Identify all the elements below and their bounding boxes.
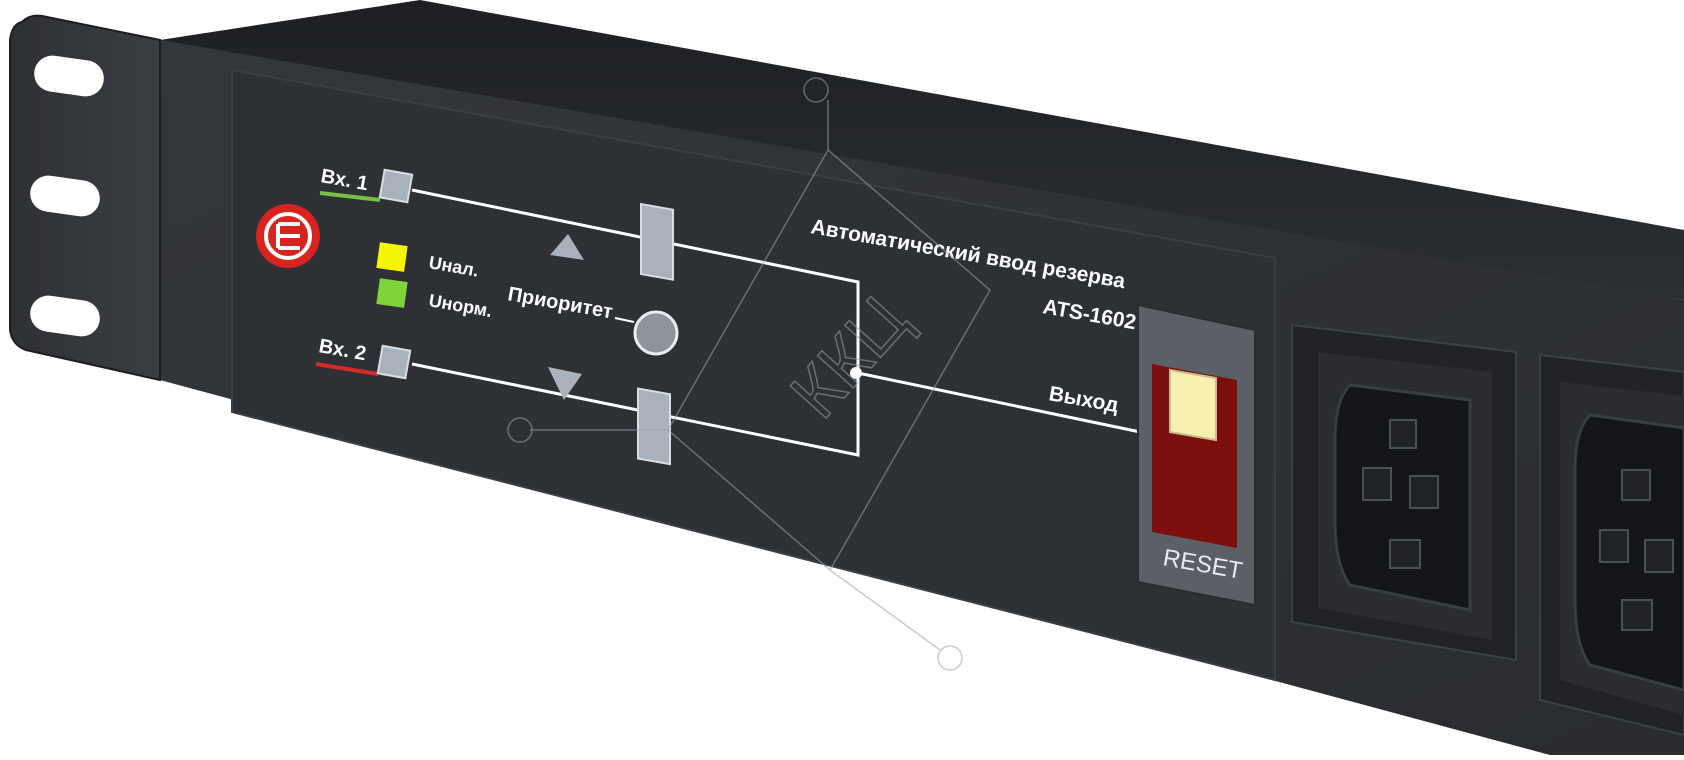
reset-breaker[interactable]: RESET xyxy=(1137,303,1256,607)
priority-up-arrow xyxy=(550,234,584,260)
rack-slot-2 xyxy=(30,175,100,217)
brand-logo xyxy=(256,204,320,268)
label-plate xyxy=(231,68,1276,682)
input2-underline xyxy=(315,362,379,376)
priority-down-arrow xyxy=(548,367,582,400)
output-node xyxy=(850,367,862,379)
outlet-2 xyxy=(1539,353,1684,737)
led-present xyxy=(376,242,408,272)
rack-slot-1 xyxy=(34,55,104,97)
rack-slot-3 xyxy=(30,295,100,337)
input2-connector xyxy=(376,344,412,380)
input1-connector xyxy=(378,168,414,204)
switch-contact-1 xyxy=(640,202,674,281)
switch-contact-2 xyxy=(637,387,671,466)
outlet-1 xyxy=(1291,323,1517,662)
led-normal xyxy=(376,278,408,308)
chassis-top xyxy=(160,0,1684,300)
input1-underline xyxy=(319,191,381,202)
priority-button[interactable] xyxy=(633,310,679,356)
